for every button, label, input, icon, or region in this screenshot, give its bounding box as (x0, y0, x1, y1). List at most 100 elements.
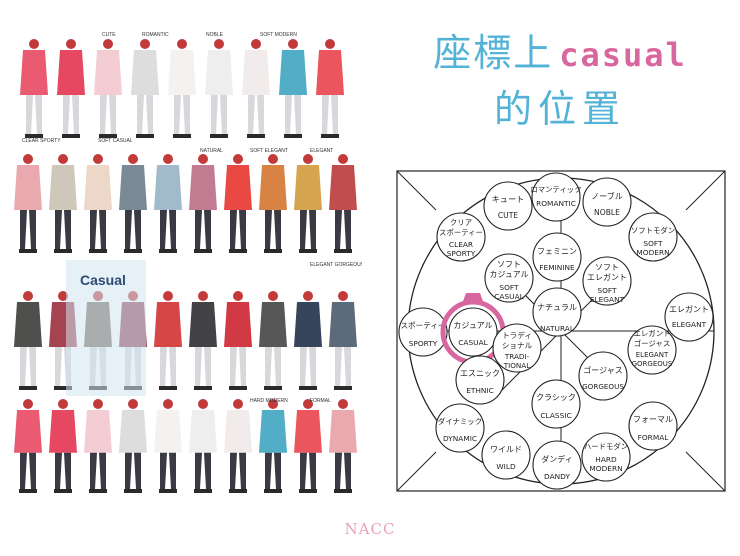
node-clear-sporty: クリア スポーティー CLEAR SPORTY (436, 212, 486, 262)
svg-text:エスニック: エスニック (460, 369, 500, 378)
svg-text:ROMANTIC: ROMANTIC (536, 199, 576, 208)
fashion-figure (57, 39, 85, 138)
node-dynamic: ダイナミック DYNAMIC (435, 403, 485, 453)
fashion-figure (224, 291, 252, 390)
collage-style-label: ROMANTIC (142, 32, 169, 38)
collage-style-label: ELEGANT (310, 148, 333, 154)
fashion-figure (84, 154, 112, 253)
svg-text:ハードモダン: ハードモダン (584, 442, 628, 451)
svg-text:DANDY: DANDY (544, 472, 570, 481)
svg-text:カジュアル: カジュアル (489, 270, 528, 279)
title-accent-casual: casual (559, 36, 687, 74)
fashion-figure (119, 399, 147, 493)
node-hard-modern: ハードモダン HARD MODERN (581, 432, 631, 482)
svg-text:ダンディ: ダンディ (541, 454, 572, 464)
fashion-figure (279, 39, 307, 138)
fashion-figure (294, 291, 322, 390)
node-classic: クラシック CLASSIC (531, 379, 581, 429)
svg-text:ELEGANT: ELEGANT (672, 320, 707, 329)
svg-text:ダイナミック: ダイナミック (438, 417, 482, 426)
fashion-figure (49, 154, 77, 253)
collage-style-label: CLEAR SPORTY (22, 138, 61, 144)
fashion-figure (154, 154, 182, 253)
fashion-figure (49, 399, 77, 493)
svg-text:ゴージャス: ゴージャス (583, 365, 622, 375)
svg-text:GORGEOUS: GORGEOUS (632, 360, 673, 368)
fashion-figure (329, 399, 357, 493)
svg-text:HARD: HARD (595, 455, 617, 464)
fashion-figure (14, 154, 42, 253)
fashion-figure (189, 154, 217, 253)
svg-text:スポーティー: スポーティー (400, 321, 445, 330)
footer-brand: NACC (344, 520, 396, 538)
node-dandy: ダンディ DANDY (532, 440, 582, 490)
node-noble: ノーブル NOBLE (582, 177, 632, 227)
svg-text:ELEGANT: ELEGANT (636, 351, 669, 359)
casual-highlight-label: Casual (80, 272, 126, 288)
fashion-figure (84, 399, 112, 493)
svg-text:SOFT: SOFT (499, 283, 519, 292)
svg-text:ETHNIC: ETHNIC (466, 386, 494, 395)
fashion-figure (168, 39, 196, 138)
collage-style-label: NATURAL (200, 148, 223, 154)
diamond-ring-icon (462, 293, 484, 304)
svg-text:クラシック: クラシック (536, 393, 576, 402)
node-formal: フォーマル FORMAL (628, 401, 678, 451)
node-romantic: ロマンティック ROMANTIC (530, 172, 582, 222)
svg-text:カジュアル: カジュアル (453, 321, 492, 330)
image-scale-diagram: キュート CUTE ロマンティック ROMANTIC ノーブル NOBLE クリ… (396, 170, 726, 492)
node-soft-modern: ソフトモダン SOFT MODERN (628, 212, 678, 262)
svg-text:SOFT: SOFT (643, 239, 663, 248)
fashion-figure (259, 291, 287, 390)
fashion-figure (205, 39, 233, 138)
svg-text:FORMAL: FORMAL (638, 433, 670, 442)
fashion-figure (329, 154, 357, 253)
fashion-figure (294, 399, 322, 493)
fashion-figure (189, 291, 217, 390)
corner-line-bl (396, 451, 437, 492)
svg-text:GORGEOUS: GORGEOUS (582, 382, 624, 391)
svg-text:CASUAL: CASUAL (494, 292, 524, 301)
svg-text:エレガント: エレガント (669, 304, 709, 314)
node-elegant-gorgeous: エレガント ゴージャス ELEGANT GORGEOUS (627, 325, 677, 375)
casual-highlight-box (66, 260, 146, 396)
svg-text:SOFT: SOFT (597, 286, 617, 295)
svg-text:ロマンティック: ロマンティック (530, 185, 581, 194)
collage-style-label: ELEGANT GORGEOUS (310, 262, 362, 268)
fashion-figure (154, 399, 182, 493)
svg-text:CASUAL: CASUAL (458, 338, 488, 347)
fashion-figure (20, 39, 48, 138)
node-cute: キュート CUTE (483, 181, 533, 231)
fashion-figure (131, 39, 159, 138)
title-main: 座標上 (433, 31, 554, 75)
fashion-figure (94, 39, 122, 138)
fashion-figures (14, 39, 357, 493)
title-line-2: 的位置 (493, 87, 626, 131)
svg-text:CUTE: CUTE (498, 211, 518, 220)
fashion-figure (259, 154, 287, 253)
svg-text:フォーマル: フォーマル (633, 415, 673, 424)
svg-text:キュート: キュート (492, 194, 525, 204)
fashion-figure (189, 399, 217, 493)
svg-text:ソフト: ソフト (595, 263, 619, 272)
svg-text:トラディ: トラディ (502, 330, 532, 340)
fashion-figure (154, 291, 182, 390)
svg-text:TRADI-: TRADI- (504, 352, 530, 361)
svg-text:ソフト: ソフト (497, 260, 521, 269)
collage-style-label: CUTE (102, 32, 116, 38)
svg-text:FEMININE: FEMININE (539, 263, 575, 272)
corner-line-br (685, 451, 726, 492)
collage-style-label: NOBLE (206, 32, 224, 38)
fashion-figure (242, 39, 270, 138)
svg-text:MODERN: MODERN (589, 464, 622, 473)
fashion-figure (224, 154, 252, 253)
fashion-figure (316, 39, 344, 138)
corner-line-tr (685, 170, 726, 211)
svg-text:ワイルド: ワイルド (490, 445, 522, 454)
fashion-figure (259, 399, 287, 493)
svg-text:CLASSIC: CLASSIC (540, 411, 571, 420)
svg-text:SPORTY: SPORTY (409, 339, 438, 348)
